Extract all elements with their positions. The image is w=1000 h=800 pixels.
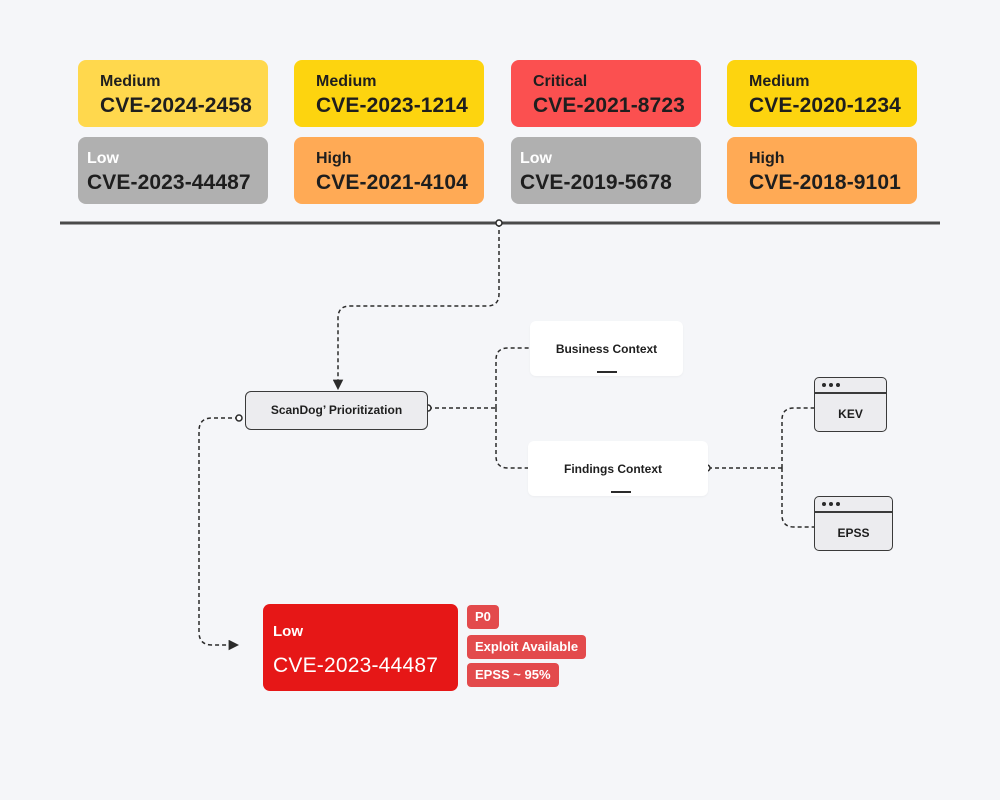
exploit-tag: Exploit Available (467, 635, 587, 659)
epss-score-tag: EPSS ~ 95% (467, 663, 559, 687)
prioritization-node[interactable]: ScanDog’ Prioritization (245, 391, 428, 430)
cve-severity: Low (520, 150, 552, 167)
cve-card[interactable]: Medium CVE-2023-1214 (294, 60, 484, 127)
priority-tag: P0 (467, 605, 499, 629)
connector-to-epss (781, 468, 814, 528)
cve-card[interactable]: Low CVE-2019-5678 (511, 137, 701, 204)
port-prioritization-left (235, 414, 243, 422)
findings-context-label: Findings Context (564, 462, 662, 476)
cve-card[interactable]: Low CVE-2023-44487 (78, 137, 268, 204)
cve-severity: Low (87, 150, 119, 167)
kev-source-window[interactable]: KEV (814, 377, 887, 432)
cve-id: CVE-2021-4104 (316, 171, 468, 194)
connector-prioritization-to-result (198, 417, 240, 651)
cve-card[interactable]: Medium CVE-2024-2458 (78, 60, 268, 127)
cve-severity: Medium (100, 73, 161, 90)
connector-to-findings-context (495, 408, 528, 469)
connector-to-business-context (495, 347, 530, 408)
connector-divider-to-prioritization (332, 223, 500, 391)
business-context-label: Business Context (555, 342, 658, 356)
window-titlebar (815, 511, 892, 513)
findings-context-underline (611, 491, 631, 493)
cve-severity: Medium (316, 73, 377, 90)
cve-id: CVE-2021-8723 (533, 94, 685, 117)
cve-id: CVE-2023-44487 (87, 171, 251, 194)
business-context-underline (596, 371, 617, 373)
cve-id: CVE-2019-5678 (520, 171, 672, 194)
cve-id: CVE-2018-9101 (749, 171, 901, 194)
business-context-node[interactable]: Business Context (530, 321, 683, 376)
window-dots-icon (822, 502, 840, 506)
cve-severity: High (749, 150, 785, 167)
prioritized-result-card[interactable]: Low CVE-2023-44487 (263, 604, 458, 691)
cve-card[interactable]: Medium CVE-2020-1234 (727, 60, 917, 127)
kev-label: KEV (838, 407, 863, 421)
connector-to-kev (781, 407, 814, 468)
cve-card[interactable]: High CVE-2021-4104 (294, 137, 484, 204)
cve-severity: Medium (749, 73, 810, 90)
findings-context-node[interactable]: Findings Context (528, 441, 708, 496)
epss-label: EPSS (837, 526, 870, 540)
cve-id: CVE-2023-1214 (316, 94, 468, 117)
cve-card[interactable]: High CVE-2018-9101 (727, 137, 917, 204)
cve-card[interactable]: Critical CVE-2021-8723 (511, 60, 701, 127)
cve-severity: Critical (533, 73, 588, 90)
window-titlebar (815, 392, 886, 394)
cve-severity: High (316, 150, 352, 167)
cve-id: CVE-2020-1234 (749, 94, 901, 117)
port-divider (495, 219, 503, 227)
epss-source-window[interactable]: EPSS (814, 496, 893, 551)
result-cve-id: CVE-2023-44487 (273, 654, 439, 677)
result-severity: Low (273, 623, 303, 640)
prioritization-label: ScanDog’ Prioritization (270, 403, 403, 417)
cve-id: CVE-2024-2458 (100, 94, 252, 117)
window-dots-icon (822, 383, 840, 387)
